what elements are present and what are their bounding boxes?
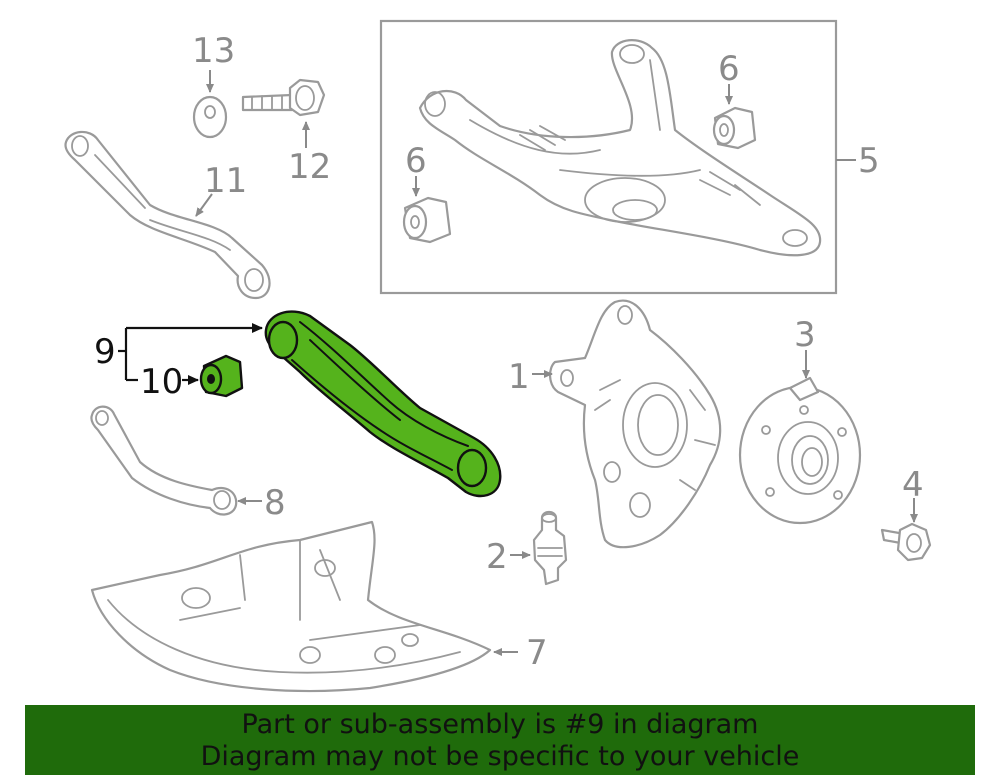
control-arm-assembly-box: [379, 19, 856, 295]
parts-diagram: 1 2 3 4 5 6 6 7 8 9 10 11 12 13: [64, 19, 932, 693]
info-banner: Part or sub-assembly is #9 in diagram Di…: [25, 705, 975, 775]
bushing-6-lower: [402, 176, 452, 244]
ball-joint: [510, 510, 568, 586]
callout-9-bracket: [118, 328, 262, 385]
underbody-shield: [90, 520, 518, 693]
lower-control-arm: [418, 39, 822, 257]
callout-7: 7: [526, 633, 548, 673]
steering-knuckle: [532, 299, 722, 549]
hub-bolt: [880, 498, 932, 562]
callout-12: 12: [288, 147, 331, 187]
callout-8: 8: [264, 483, 286, 523]
banner-line-2: Diagram may not be specific to your vehi…: [200, 741, 800, 772]
callout-3: 3: [794, 315, 816, 355]
bushing-6-upper: [712, 84, 757, 150]
wheel-hub: [738, 350, 862, 525]
link-11: [64, 130, 271, 300]
callout-11: 11: [204, 161, 247, 201]
callout-9: 9: [94, 332, 116, 372]
bushing-10: [199, 354, 244, 398]
link-8: [90, 405, 262, 516]
callout-6-upper: 6: [718, 49, 740, 89]
callout-4: 4: [902, 465, 924, 505]
banner-line-1: Part or sub-assembly is #9 in diagram: [241, 709, 759, 740]
callout-10: 10: [140, 362, 183, 402]
control-arm-9-highlighted: [264, 310, 502, 498]
callout-13: 13: [192, 31, 235, 71]
callout-5: 5: [858, 141, 880, 181]
bolt-12: [241, 78, 326, 148]
callout-2: 2: [486, 537, 508, 577]
callout-1: 1: [508, 357, 530, 397]
callout-6-lower: 6: [405, 141, 427, 181]
washer-13: [192, 70, 228, 139]
